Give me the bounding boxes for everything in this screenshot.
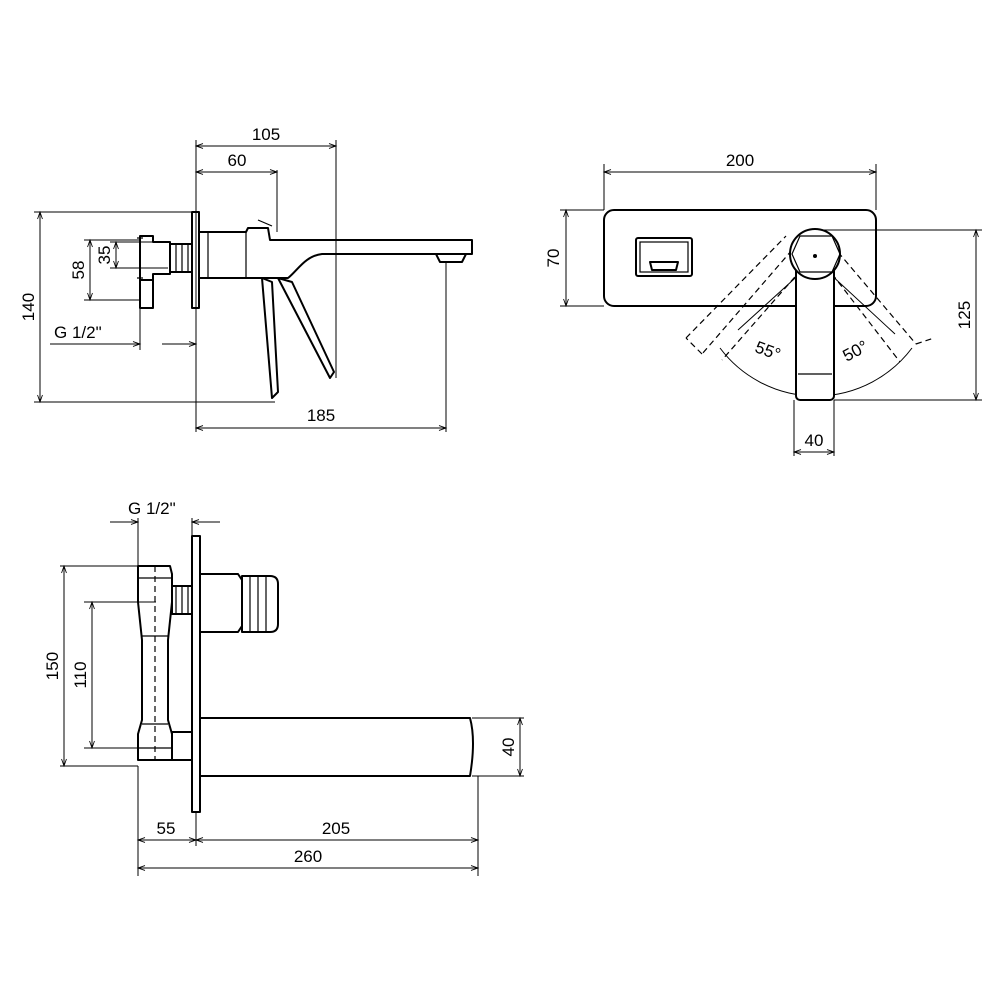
- spout-ghost-left: [685, 235, 809, 361]
- aerator: [435, 253, 467, 263]
- lever-handle-raised: [277, 277, 335, 379]
- inlet-body: [139, 235, 171, 281]
- top-handle: [199, 573, 243, 633]
- lever-handle: [261, 277, 279, 399]
- dim-125: 125: [955, 301, 974, 329]
- dim-105: 105: [252, 125, 280, 144]
- angle-55: 55°: [753, 338, 784, 365]
- dim-40-front: 40: [805, 431, 824, 450]
- dim-260: 260: [294, 847, 322, 866]
- dim-thread-side: G 1/2": [54, 323, 102, 342]
- top-view: G 1/2" 150 110 40 55 205 260: [43, 499, 524, 876]
- dim-58: 58: [69, 261, 88, 280]
- front-view: 55° 50° 200 70 125 40: [544, 151, 982, 456]
- dim-185: 185: [307, 406, 335, 425]
- dim-35: 35: [95, 246, 114, 265]
- dim-55: 55: [157, 819, 176, 838]
- mixer-body: [198, 227, 473, 279]
- top-wall-plate: [191, 535, 201, 813]
- diverter-button: [635, 237, 693, 277]
- side-view: 105 60 140 58 35 G 1/2" 185: [19, 125, 473, 432]
- dim-70: 70: [544, 249, 563, 268]
- dim-205: 205: [322, 819, 350, 838]
- dim-thread-top: G 1/2": [128, 499, 176, 518]
- angle-50: 50°: [840, 337, 872, 366]
- inlet-pipe: [139, 279, 154, 309]
- dim-150: 150: [43, 652, 62, 680]
- top-spout: [199, 717, 474, 777]
- dim-140: 140: [19, 293, 38, 321]
- dim-40-top: 40: [499, 738, 518, 757]
- dim-110: 110: [71, 661, 90, 688]
- dim-60: 60: [228, 151, 247, 170]
- dim-200: 200: [726, 151, 754, 170]
- front-wall-plate: [603, 209, 877, 307]
